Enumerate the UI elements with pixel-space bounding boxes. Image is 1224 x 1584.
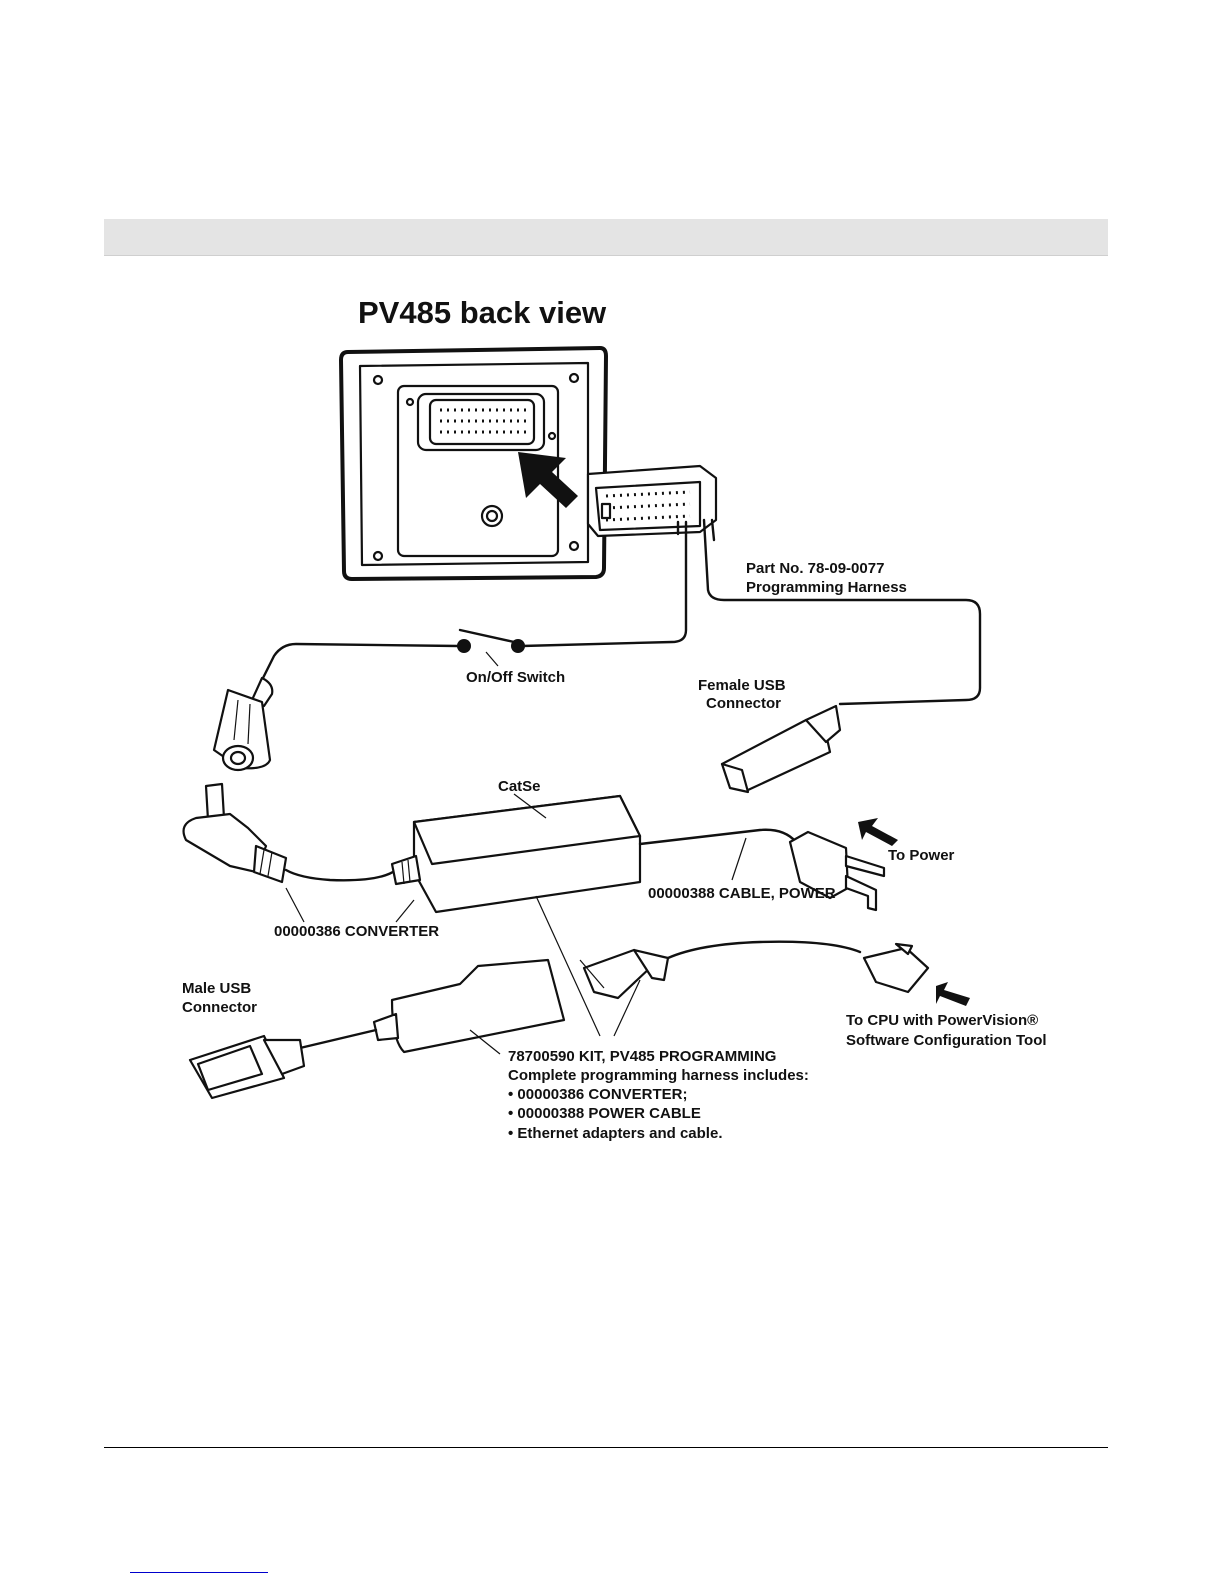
harness-wire-to-usb <box>702 518 982 706</box>
label-to-cpu-1: To CPU with PowerVision® <box>846 1012 1038 1029</box>
power-cable <box>638 828 798 846</box>
section-header-band <box>104 219 1108 256</box>
barrel-jack-connector <box>212 676 274 772</box>
label-power-cable: 00000388 CABLE, POWER <box>648 885 836 902</box>
usb-ethernet-adapter <box>372 958 566 1054</box>
label-cat5: CatSe <box>498 778 541 795</box>
usb-cable <box>298 1028 378 1050</box>
label-to-cpu-2: Software Configuration Tool <box>846 1032 1047 1049</box>
label-harness-name: Programming Harness <box>746 579 907 596</box>
label-kit-desc: Complete programming harness includes: <box>508 1067 809 1084</box>
converter-cable <box>284 868 398 882</box>
switch-wire-to-jack <box>260 642 460 682</box>
on-off-switch <box>457 628 525 667</box>
label-kit-item: • Ethernet adapters and cable. <box>508 1125 722 1142</box>
diagram-title: PV485 back view <box>358 295 607 330</box>
rj45-plug-right <box>862 942 930 994</box>
connector-pins <box>440 408 526 434</box>
footer-divider <box>104 1447 1108 1448</box>
rj45-plug-left <box>582 948 670 1000</box>
power-supply-converter <box>390 794 642 914</box>
female-usb-connector <box>720 704 842 794</box>
harness-wire-to-switch <box>520 520 688 648</box>
dc-plug-connector <box>182 782 288 884</box>
harness-plug-connector <box>586 464 718 538</box>
label-kit-item: • 00000386 CONVERTER; <box>508 1086 688 1103</box>
label-harness-part: Part No. 78-09-0077 <box>746 560 884 577</box>
label-male-usb-2: Connector <box>182 999 257 1016</box>
to-power-arrow-icon <box>858 818 898 846</box>
ethernet-cable <box>666 940 862 960</box>
label-converter: 00000386 CONVERTER <box>274 923 439 940</box>
label-female-usb-2: Connector <box>706 695 781 712</box>
leader-lines <box>285 793 747 1055</box>
insert-arrow-icon <box>518 452 578 508</box>
label-kit-title: 78700590 KIT, PV485 PROGRAMMING <box>508 1048 776 1065</box>
footer-link-underline[interactable] <box>130 1572 268 1573</box>
label-kit-item: • 00000388 POWER CABLE <box>508 1105 701 1122</box>
label-to-power: To Power <box>888 847 955 864</box>
label-male-usb-1: Male USB <box>182 980 251 997</box>
pv485-display-unit <box>339 346 608 581</box>
male-usb-connector <box>188 1034 306 1100</box>
label-switch: On/Off Switch <box>466 669 565 686</box>
label-female-usb-1: Female USB <box>698 677 786 694</box>
to-cpu-arrow-icon <box>936 982 970 1006</box>
ac-power-plug <box>788 830 886 912</box>
